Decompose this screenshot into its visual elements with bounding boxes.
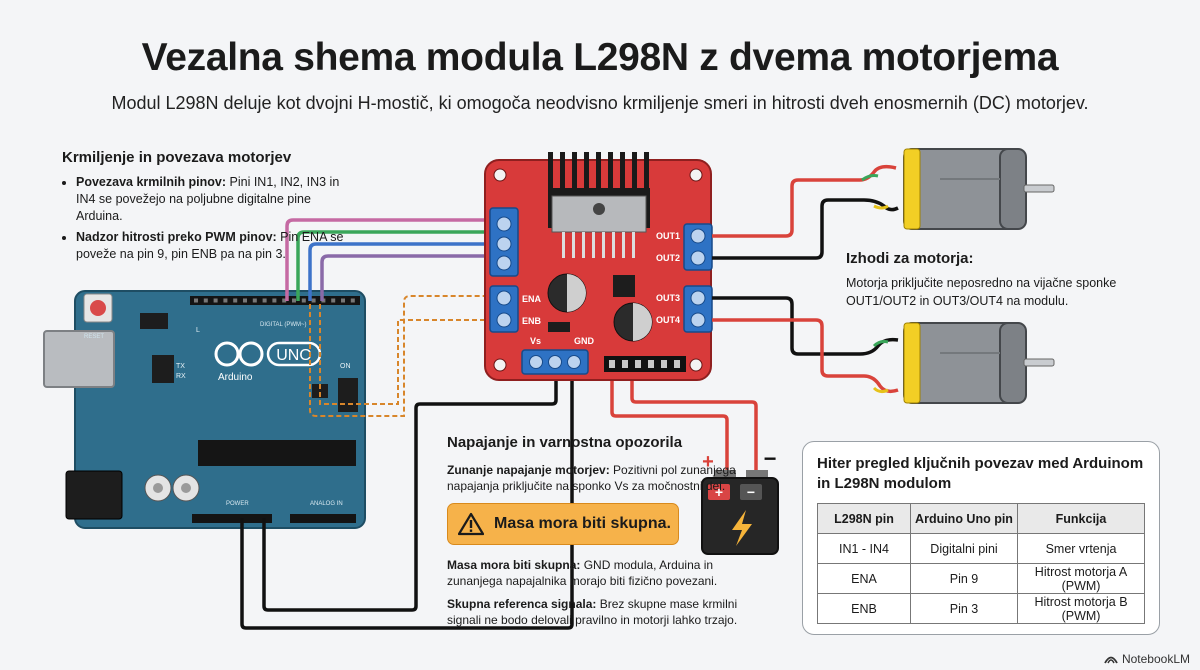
pwm-wires-dashed xyxy=(309,295,496,417)
rx-label: RX xyxy=(176,373,186,380)
table-cell: Pin 9 xyxy=(910,563,1018,594)
control-heading: Krmiljenje in povezava motorjev xyxy=(62,149,292,166)
page-subtitle: Modul L298N deluje kot dvojni H-mostič, … xyxy=(111,93,1089,113)
warning-triangle-icon xyxy=(458,512,484,535)
power-wires xyxy=(610,372,758,474)
table-header: Funkcija xyxy=(1017,503,1145,534)
table-header: L298N pin xyxy=(817,503,911,534)
out2-label: OUT2 xyxy=(656,253,680,263)
page-title: Vezalna shema modula L298N z dvema motor… xyxy=(141,36,1059,79)
enb-label: ENB xyxy=(522,316,542,326)
control-item-pins: Povezava krmilnih pinov: Pini IN1, IN2, … xyxy=(76,174,352,225)
gnd-wires xyxy=(240,368,574,630)
out3-label: OUT3 xyxy=(656,293,680,303)
battery-plus-label: + xyxy=(702,451,714,473)
heatsink-icon xyxy=(548,152,650,258)
on-label: ON xyxy=(340,363,351,370)
control-wires xyxy=(285,218,492,301)
analog-header-label: ANALOG IN xyxy=(310,501,343,507)
power-heading: Napajanje in varnostna opozorila xyxy=(447,434,683,451)
outputs-panel: Izhodi za motorja: Motorja priključite n… xyxy=(846,248,1146,310)
wire-in3 xyxy=(308,242,492,301)
table-cell: Smer vrtenja xyxy=(1017,533,1145,564)
table-cell: Hitrost motorja B (PWM) xyxy=(1017,593,1145,624)
outputs-text: Motorja priključite neposredno na vijačn… xyxy=(846,276,1117,308)
table-header: Arduino Uno pin xyxy=(910,503,1018,534)
warning-text: Masa mora biti skupna. xyxy=(494,514,671,532)
digital-header-label: DIGITAL (PWM~) xyxy=(260,322,307,328)
usb-port-icon xyxy=(43,330,115,388)
l-label: L xyxy=(196,327,200,334)
reset-label: RESET xyxy=(84,334,104,340)
control-list: Povezava krmilnih pinov: Pini IN1, IN2, … xyxy=(62,174,352,262)
vs-label: Vs xyxy=(530,336,541,346)
arduino-brand-text: Arduino xyxy=(218,372,253,383)
uno-logo-text: UNO xyxy=(276,347,312,364)
notebooklm-logo-icon xyxy=(1104,656,1118,664)
l298n-module: ENA ENB OUT1 OUT2 OUT3 OUT4 Vs GND xyxy=(484,152,713,381)
summary-table: L298N pin Arduino Uno pin Funkcija IN1 -… xyxy=(817,503,1145,624)
outputs-heading: Izhodi za motorja: xyxy=(846,250,974,267)
table-cell: Pin 3 xyxy=(910,593,1018,624)
out1-label: OUT1 xyxy=(656,231,680,241)
atmega-chip-icon xyxy=(198,440,356,466)
warning-banner: Masa mora biti skupna. xyxy=(447,502,679,545)
battery-icon: + − + − xyxy=(701,446,779,555)
motor-wires xyxy=(712,164,899,394)
control-item-pwm: Nadzor hitrosti preko PWM pinov: Pin ENA… xyxy=(76,229,352,263)
notebooklm-brand: NotebookLM xyxy=(1104,652,1190,666)
battery-minus-label: − xyxy=(764,446,777,471)
table-cell: IN1 - IN4 xyxy=(817,533,911,564)
lightning-icon xyxy=(732,510,752,546)
out4-label: OUT4 xyxy=(656,315,680,325)
motor-b-icon xyxy=(903,322,1055,404)
motor-a-icon xyxy=(903,148,1055,230)
gnd-label: GND xyxy=(574,336,595,346)
power-p3: Skupna referenca signala: Brez skupne ma… xyxy=(447,596,738,628)
summary-heading: Hiter pregled ključnih povezav med Ardui… xyxy=(817,455,1144,492)
dc-jack-icon xyxy=(65,470,123,520)
wire-in2 xyxy=(296,230,492,301)
arduino-uno-board: RESET TX RX ON L UNO Arduino DIGITAL (PW… xyxy=(43,290,366,529)
brand-text: NotebookLM xyxy=(1121,652,1190,666)
ena-label: ENA xyxy=(522,294,542,304)
svg-text:+: + xyxy=(715,484,723,500)
svg-text:−: − xyxy=(747,484,755,500)
power-p2: Masa mora biti skupna: GND modula, Ardui… xyxy=(447,557,718,589)
summary-card: Hiter pregled ključnih povezav med Ardui… xyxy=(802,441,1160,635)
power-header-label: POWER xyxy=(226,501,249,507)
power-panel: Napajanje in varnostna opozorila Zunanje… xyxy=(447,433,757,635)
control-panel: Krmiljenje in povezava motorjev Povezava… xyxy=(62,148,352,267)
wire-in1 xyxy=(285,218,492,301)
table-header-row: L298N pin Arduino Uno pin Funkcija xyxy=(817,503,1145,534)
table-cell: ENA xyxy=(817,563,911,594)
power-p1: Zunanje napajanje motorjev: Pozitivni po… xyxy=(447,462,736,494)
table-cell: Digitalni pini xyxy=(910,533,1018,564)
reset-button-icon xyxy=(90,300,106,316)
wire-in4 xyxy=(320,254,492,301)
table-cell: ENB xyxy=(817,593,911,624)
tx-label: TX xyxy=(176,363,185,370)
table-cell: Hitrost motorja A (PWM) xyxy=(1017,563,1145,594)
